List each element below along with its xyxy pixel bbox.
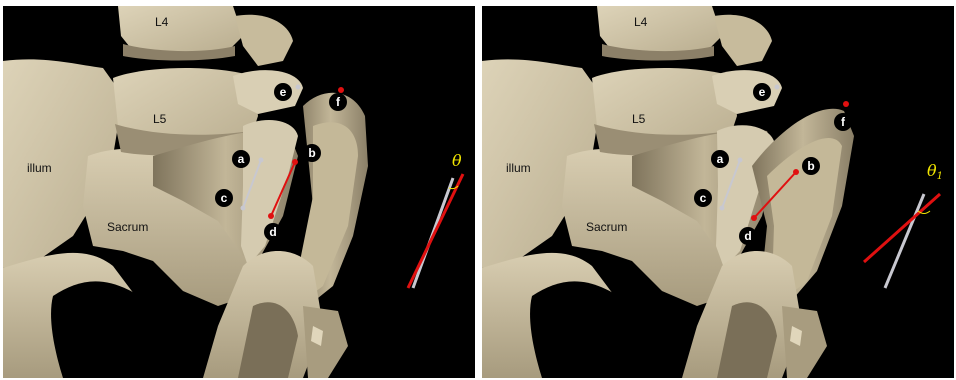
point-a-marker <box>738 158 743 163</box>
l5-label: L5 <box>153 112 167 126</box>
point-a-marker <box>259 158 264 163</box>
l4-vertebra <box>597 6 722 54</box>
right-anatomy-render: L4 L5 illum Sacrum a b c d e f θ1 <box>482 6 954 378</box>
angle-red-line <box>864 194 940 262</box>
point-e-label: e <box>280 85 287 99</box>
point-d-marker <box>268 213 274 219</box>
point-f-marker <box>338 87 344 93</box>
point-d-label: d <box>269 225 276 239</box>
point-d-marker <box>751 215 757 221</box>
right-panel: L4 L5 illum Sacrum a b c d e f θ1 <box>482 6 954 378</box>
point-e-marker <box>775 85 780 90</box>
point-e-marker <box>296 85 301 90</box>
left-panel: L4 L5 illum Sacrum a b c d e f θ <box>3 6 475 378</box>
point-c-label: c <box>221 191 228 205</box>
l4-label: L4 <box>634 15 648 29</box>
illum-label: illum <box>506 161 531 175</box>
point-b-label: b <box>308 146 315 160</box>
point-f-marker <box>843 101 849 107</box>
l5-label: L5 <box>632 112 646 126</box>
point-a-label: a <box>238 152 245 166</box>
point-b-label: b <box>807 159 814 173</box>
sacrum-label: Sacrum <box>586 220 627 234</box>
point-e-label: e <box>759 85 766 99</box>
point-c-label: c <box>700 191 707 205</box>
l4-vertebra <box>118 6 243 54</box>
sacrum-label: Sacrum <box>107 220 148 234</box>
point-c-marker <box>241 206 246 211</box>
point-a-label: a <box>717 152 724 166</box>
angle-gray-line <box>885 194 924 288</box>
point-b-marker <box>292 159 298 165</box>
illum-label: illum <box>27 161 52 175</box>
point-d-label: d <box>744 229 751 243</box>
l4-label: L4 <box>155 15 169 29</box>
point-b-marker <box>793 169 799 175</box>
point-c-marker <box>720 206 725 211</box>
angle-theta-label: θ <box>452 151 462 170</box>
angle-theta-label: θ1 <box>927 161 943 182</box>
angle-red-line <box>408 174 463 288</box>
left-anatomy-render: L4 L5 illum Sacrum a b c d e f θ <box>3 6 475 378</box>
